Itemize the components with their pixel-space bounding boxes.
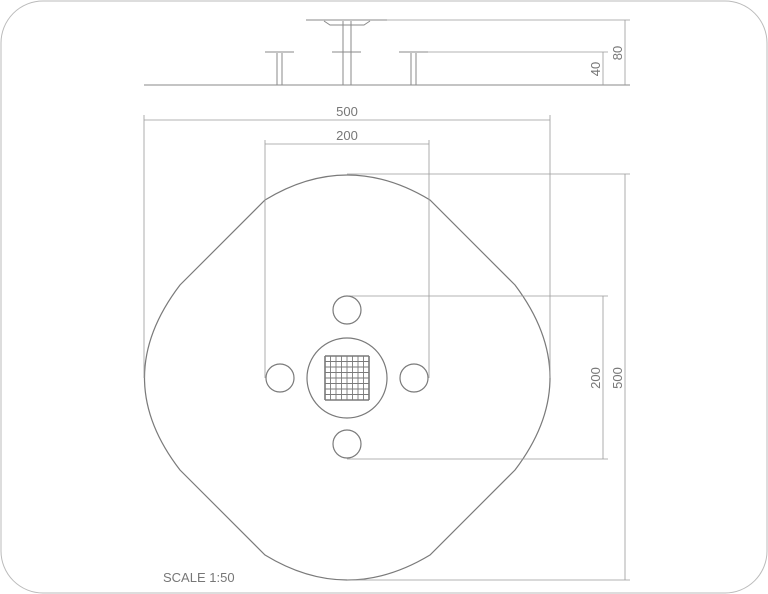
- stool-elevation: [265, 51, 294, 85]
- dimension-label-40: 40: [588, 62, 603, 76]
- stool-elevation: [399, 51, 428, 85]
- elevation-view: 80 40: [144, 19, 630, 86]
- stool-seat: [332, 429, 362, 459]
- dimension-label-80: 80: [610, 46, 625, 60]
- scale-label: SCALE 1:50: [163, 570, 235, 585]
- stool-seat: [265, 363, 295, 393]
- plan-view: 500 200 500 200: [143, 104, 630, 581]
- stool-seat: [332, 295, 362, 325]
- stool-seat: [399, 363, 429, 393]
- dimension-label-500-horizontal: 500: [336, 104, 358, 119]
- table-elevation: [306, 19, 387, 85]
- dimension-label-500-vertical: 500: [610, 367, 625, 389]
- chess-board-grid: [324, 355, 370, 401]
- dimension-label-200-vertical: 200: [588, 367, 603, 389]
- dimension-label-200-horizontal: 200: [336, 128, 358, 143]
